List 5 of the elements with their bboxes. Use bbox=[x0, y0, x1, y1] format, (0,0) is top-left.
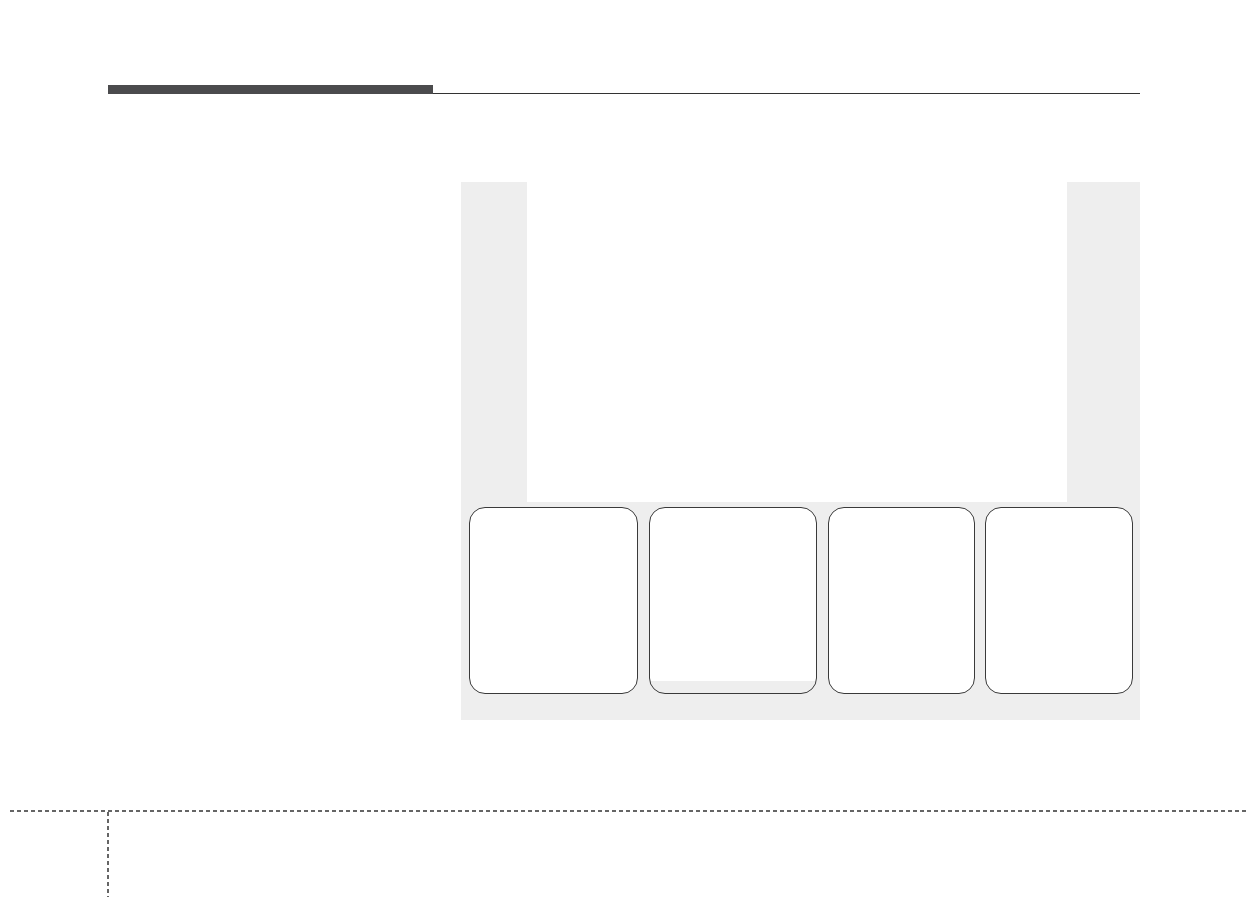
info-card bbox=[828, 507, 975, 694]
figure-panel bbox=[461, 182, 1140, 720]
info-card bbox=[985, 507, 1133, 694]
info-card bbox=[649, 507, 817, 694]
info-card bbox=[469, 507, 638, 694]
